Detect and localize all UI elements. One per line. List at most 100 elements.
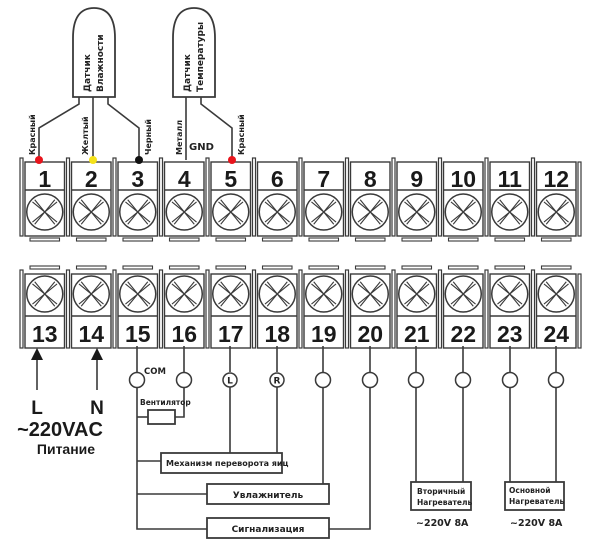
com-label: COM (144, 367, 166, 377)
bottom-terminal-block: 13 14 15 16 17 18 19 20 21 22 23 24 (19, 265, 582, 349)
terminal-number: 18 (264, 321, 290, 347)
terminal-10: 10 (437, 157, 484, 242)
terminal-number: 2 (85, 166, 98, 192)
terminal-11: 11 (484, 157, 531, 242)
terminal-14: 14 (65, 265, 112, 349)
red-wire-dot-5 (228, 156, 236, 164)
terminal-number: 12 (543, 166, 569, 192)
terminal-8: 8 (344, 157, 391, 242)
terminal-21 (407, 371, 425, 389)
main-heater-label-2: Нагреватель (509, 497, 564, 506)
terminal-number: 5 (224, 166, 237, 192)
wire-label-5: Красный (237, 114, 246, 155)
fan-label: Вентилятор (140, 398, 191, 407)
arrow-up-icon (31, 348, 43, 360)
main-heater-box (504, 481, 565, 511)
power-n-label: N (90, 398, 104, 419)
terminal-number: 13 (32, 321, 58, 347)
terminal-number: 24 (543, 321, 569, 347)
terminal-22: 22 (437, 265, 484, 349)
terminal-number: 1 (38, 166, 51, 192)
terminal-17: 17 (205, 265, 252, 349)
humidifier-label: Увлажнитель (233, 491, 304, 501)
terminal-number: 17 (218, 321, 244, 347)
terminal-number: 20 (357, 321, 383, 347)
gnd-label: GND (189, 142, 214, 153)
terminal-number: 8 (364, 166, 377, 192)
terminal-16 (175, 371, 193, 389)
power-caption: Питание (37, 441, 95, 457)
l-marker: L (227, 377, 233, 387)
red-wire-dot-1 (35, 156, 43, 164)
heater-wiring: Вторичный Нагреватель ~220V 8A Основной … (407, 346, 565, 529)
terminal-number: 14 (78, 321, 104, 347)
r-marker: R (274, 377, 281, 387)
secondary-heater-label-1: Вторичный (417, 487, 465, 496)
power-l-label: L (31, 398, 43, 419)
alarm-box (206, 517, 330, 539)
main-heater-rating: ~220V 8A (510, 518, 563, 529)
terminal-15-com (128, 371, 146, 389)
black-wire-dot-3 (135, 156, 143, 164)
terminal-number: 21 (404, 321, 430, 347)
humidity-sensor-label-2: Влажности (96, 34, 106, 92)
secondary-heater-box (410, 481, 472, 511)
terminal-23: 23 (484, 265, 531, 349)
humidifier-box (206, 483, 330, 505)
terminal-number: 4 (178, 166, 191, 192)
terminal-number: 16 (171, 321, 197, 347)
terminal-5: 5 (205, 157, 252, 242)
terminal-15: 15 (112, 265, 159, 349)
terminal-24: 24 (530, 265, 577, 349)
terminal-number: 10 (450, 166, 476, 192)
alarm-label: Сигнализация (232, 525, 305, 535)
temperature-sensor-label-1: Датчик (183, 54, 193, 92)
terminal-number: 22 (450, 321, 476, 347)
terminal-number: 3 (131, 166, 144, 192)
terminal-9: 9 (391, 157, 438, 242)
terminal-number: 6 (271, 166, 284, 192)
terminal-6: 6 (251, 157, 298, 242)
relay-wiring: COM Вентилятор L R Механизм переворота я… (128, 346, 379, 539)
secondary-heater-label-2: Нагреватель (417, 498, 472, 507)
terminal-23 (501, 371, 519, 389)
terminal-1: 1 (19, 157, 66, 242)
terminal-12: 12 (530, 157, 577, 242)
fan-symbol (147, 409, 176, 425)
terminal-7: 7 (298, 157, 345, 242)
power-input: L N ~220VAC Питание (17, 348, 104, 457)
terminal-18: 18 (251, 265, 298, 349)
secondary-heater-rating: ~220V 8A (416, 518, 469, 529)
humidity-sensor: Датчик Влажности (38, 7, 140, 160)
terminal-19 (314, 371, 332, 389)
terminal-number: 19 (311, 321, 337, 347)
terminal-20: 20 (344, 265, 391, 349)
terminal-20 (361, 371, 379, 389)
terminal-22 (454, 371, 472, 389)
terminal-number: 9 (410, 166, 423, 192)
terminal-21: 21 (391, 265, 438, 349)
wire-label-4: Металл (175, 120, 184, 155)
egg-turner-label: Механизм переворота яиц (166, 459, 289, 468)
temperature-sensor-label-2: Температуры (196, 22, 206, 92)
terminal-19: 19 (298, 265, 345, 349)
terminal-24 (547, 371, 565, 389)
terminal-3: 3 (112, 157, 159, 242)
power-voltage: ~220VAC (17, 419, 103, 441)
terminal-number: 11 (498, 166, 523, 192)
humidity-sensor-label-1: Датчик (83, 54, 93, 92)
arrow-up-icon (91, 348, 103, 360)
terminal-4: 4 (158, 157, 205, 242)
terminal-2: 2 (65, 157, 112, 242)
wire-label-2: Желтый (81, 116, 90, 155)
terminal-16: 16 (158, 265, 205, 349)
terminal-number: 7 (317, 166, 330, 192)
terminal-13: 13 (19, 265, 66, 349)
wire-label-3: Черный (144, 119, 153, 155)
terminal-number: 23 (497, 321, 523, 347)
egg-turner-box (160, 452, 283, 474)
wire-label-1: Красный (28, 114, 37, 155)
terminal-number: 15 (125, 321, 151, 347)
